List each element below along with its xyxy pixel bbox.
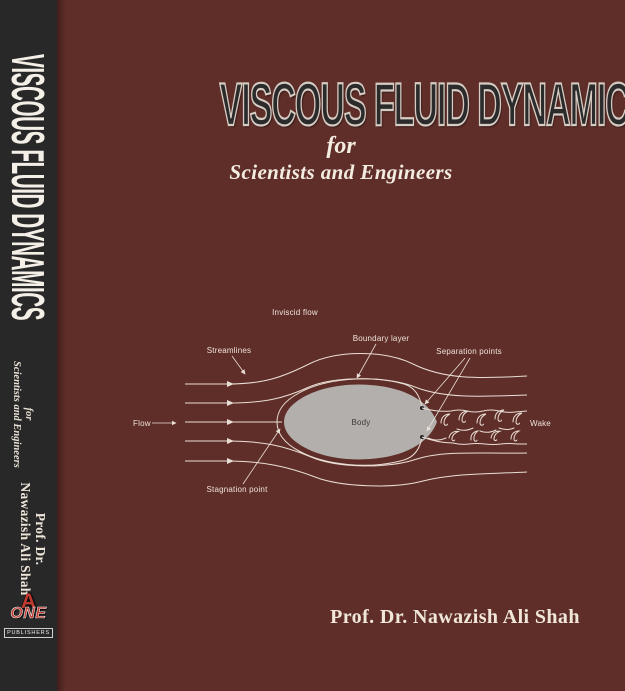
label-flow: Flow: [133, 419, 151, 428]
label-separation-points: Separation points: [436, 347, 502, 356]
spine-author-line2: Nawazish Ali Shah: [18, 482, 33, 596]
book-spine: VISCOUS FLUID DYNAMICS for Scientists an…: [0, 0, 57, 691]
cover-subtitle: Scientists and Engineers: [229, 160, 453, 184]
cover-author: Prof. Dr. Nawazish Ali Shah: [330, 606, 580, 628]
body-shape: [284, 384, 437, 460]
spine-title-text: VISCOUS FLUID DYNAMICS: [2, 54, 54, 321]
label-leaders: [152, 343, 471, 485]
wake-vortices: [427, 409, 523, 442]
publisher-logo-word: ONE: [10, 605, 47, 622]
spine-subtitle: for Scientists and Engineers: [11, 361, 35, 468]
label-wake: Wake: [530, 419, 551, 428]
flow-diagram: Inviscid flow Streamlines Boundary layer…: [133, 308, 551, 494]
spine-hinge-shadow: [57, 0, 66, 691]
label-streamlines: Streamlines: [207, 346, 251, 355]
label-body: Body: [351, 418, 370, 427]
streamlines-group: [185, 353, 528, 487]
spine-subtitle-line1: for: [23, 407, 34, 421]
boundary-layer-line: [276, 378, 423, 466]
publisher-logo-letter: A: [20, 590, 37, 613]
streamline-arrowheads: [227, 381, 234, 464]
spine-author: Prof. Dr. Nawazish Ali Shah: [18, 476, 48, 602]
label-inviscid-flow: Inviscid flow: [272, 308, 318, 317]
cover-subtitle-for: for: [326, 133, 356, 159]
cover-title-wrap: VISCOUS FLUID DYNAMICS: [57, 71, 625, 138]
spine-subtitle-line2: Scientists and Engineers: [11, 361, 23, 468]
publisher-logo-caption: PUBLISHERS: [4, 628, 53, 638]
spine-author-line1: Prof. Dr.: [33, 512, 48, 566]
label-stagnation-point: Stagnation point: [206, 485, 268, 494]
publisher-logo: A ONE PUBLISHERS: [3, 590, 54, 639]
label-boundary-layer: Boundary layer: [353, 334, 410, 343]
cover-title: VISCOUS FLUID DYNAMICS: [219, 71, 625, 138]
